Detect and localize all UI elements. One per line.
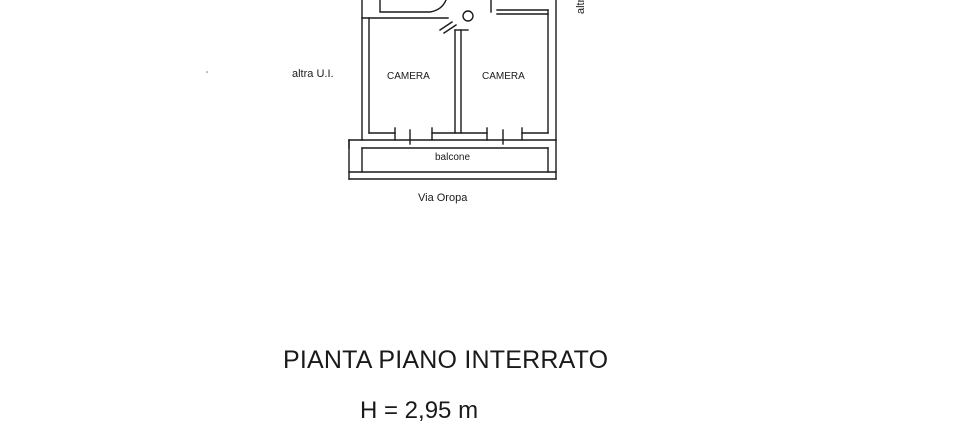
neighbor-right-label: altra U.I.: [575, 0, 587, 14]
neighbor-left-label: altra U.I.: [292, 68, 334, 80]
door-swing-mark: [439, 21, 453, 31]
room-label-right: CAMERA: [482, 71, 525, 82]
floor-plan-drawing: [206, 0, 557, 180]
balcony-label: balcone: [435, 152, 471, 163]
room-label-left: CAMERA: [387, 71, 430, 82]
street-label: Via Oropa: [418, 192, 468, 204]
door-arc-top: [379, 0, 447, 13]
ceiling-height-label: H = 2,95 m: [360, 397, 479, 424]
plan-title: PIANTA PIANO INTERRATO: [283, 346, 609, 374]
scan-speck: [206, 71, 208, 73]
fixture-circle: [462, 10, 474, 22]
door-swing-mark-2: [443, 24, 457, 34]
